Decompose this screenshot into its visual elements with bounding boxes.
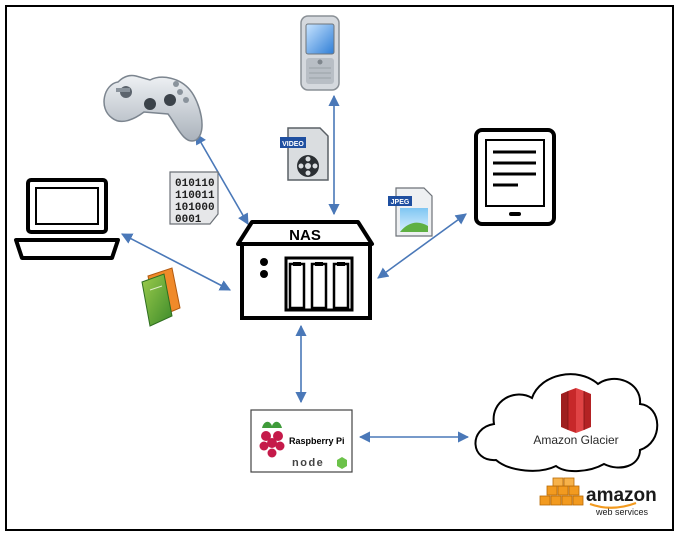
binary-line-1: 010110: [175, 178, 215, 190]
binary-file-icon: 010110 110011 101000 0001: [169, 171, 219, 226]
smartphone-icon: [300, 15, 340, 91]
arrow-nas-gamepad: [195, 133, 249, 225]
jpeg-badge-text: JPEG: [391, 199, 410, 206]
nodejs-hex-icon: [337, 457, 347, 469]
glacier-label: Amazon Glacier: [533, 433, 618, 447]
laptop-icon: [14, 178, 120, 260]
video-badge-text: VIDEO: [282, 141, 304, 148]
aws-cubes-icon: [539, 477, 584, 506]
raspberry-pi-logo-icon: [259, 421, 285, 458]
video-file-icon: VIDEO: [280, 127, 329, 181]
connection-arrows: [121, 94, 470, 443]
arrow-nas-laptop: [121, 233, 231, 291]
diagram-border: [5, 5, 674, 531]
aws-logo: amazon web services: [539, 477, 657, 517]
binary-line-3: 101000: [175, 202, 215, 214]
aws-sub-text: web services: [595, 507, 649, 517]
nas-label: NAS: [289, 227, 321, 244]
arrow-nas-tablet: [377, 213, 467, 279]
tablet-icon: [474, 128, 556, 226]
aws-smile-icon: [589, 501, 637, 509]
nas-device: NAS: [236, 220, 374, 320]
binary-line-4: 0001: [175, 214, 202, 226]
gamepad-icon: [103, 74, 203, 142]
amazon-glacier-logo-icon: [561, 388, 591, 433]
nodejs-logo-text: node: [292, 457, 324, 469]
jpeg-file-icon: JPEG: [388, 187, 433, 237]
raspberry-pi-title: Raspberry Pi: [289, 436, 345, 446]
aws-brand-text: amazon: [586, 485, 657, 506]
folder-icon: [141, 267, 181, 327]
binary-line-2: 110011: [175, 190, 215, 202]
raspberry-pi-box: Raspberry Pi node: [250, 409, 353, 473]
